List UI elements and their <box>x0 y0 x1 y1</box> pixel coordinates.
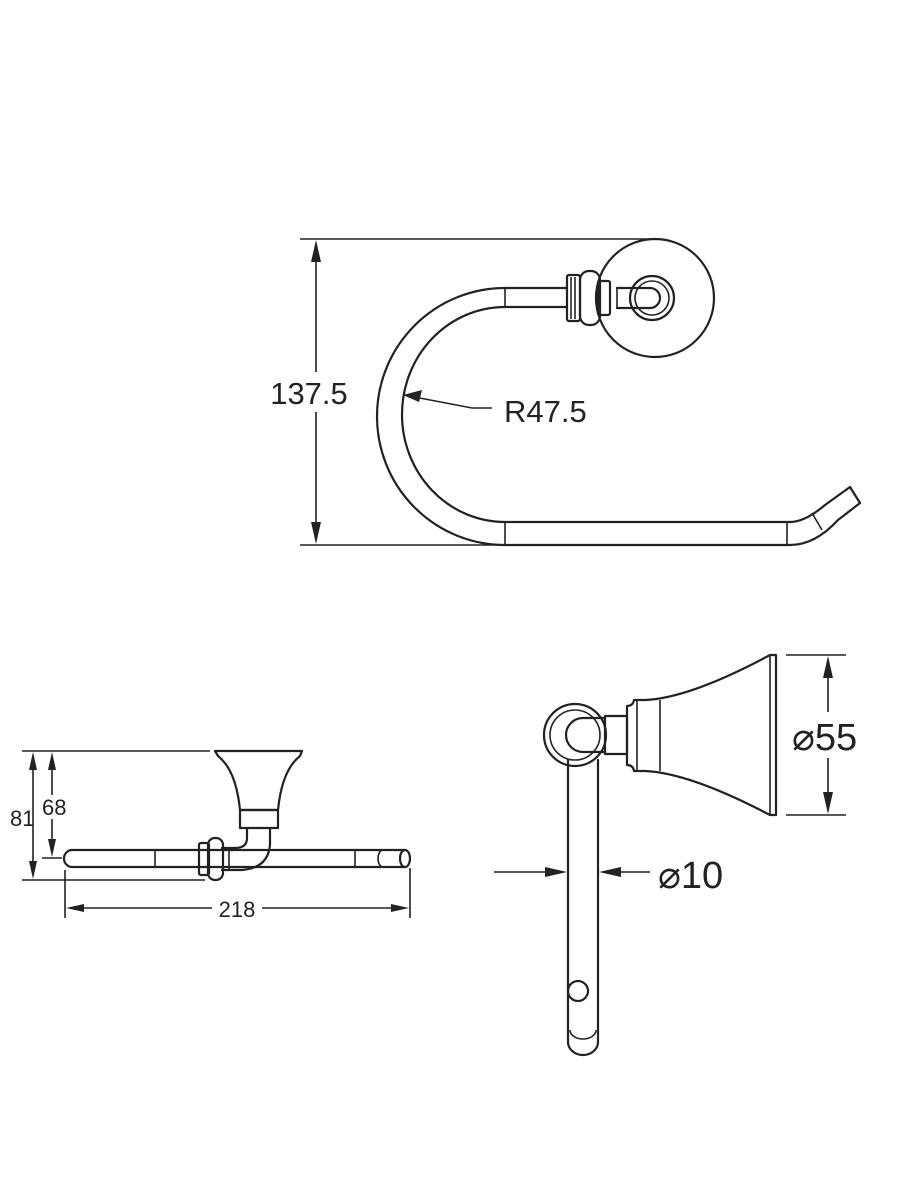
hanging-tube <box>566 758 600 1057</box>
flange-base <box>238 808 280 830</box>
flange-bell <box>625 653 778 817</box>
arrow-left-icon <box>599 867 621 877</box>
collar-ring <box>596 279 612 317</box>
label-bg <box>260 372 358 412</box>
tube-diameter-label: ⌀10 <box>658 855 723 897</box>
ring-outer <box>542 702 608 768</box>
radius-leader <box>403 394 492 409</box>
label-bg <box>8 800 32 830</box>
plate-ring-mid <box>634 280 670 316</box>
ring-mid <box>549 709 601 761</box>
post <box>564 716 607 754</box>
label-bg <box>212 896 262 920</box>
collar <box>206 836 225 882</box>
top-view: 137.5 R47.5 <box>260 237 862 547</box>
arrow-down-icon <box>823 792 833 814</box>
arrow-down-icon <box>48 839 56 857</box>
shank <box>603 714 629 756</box>
arrow-down-icon <box>29 861 37 879</box>
side-view: ⌀55 ⌀10 <box>494 653 857 1057</box>
ring-arm-outer <box>375 286 862 547</box>
arrow-down-icon <box>311 522 321 544</box>
flange-diameter-label: ⌀55 <box>792 717 857 759</box>
arrow-up-icon <box>29 752 37 770</box>
radius-dimension-label: R47.5 <box>504 394 587 429</box>
arm-end-cap <box>848 485 862 505</box>
elbow <box>220 826 272 872</box>
ring-arm-inner <box>400 305 852 524</box>
tube-seam <box>569 1029 597 1040</box>
height-dimension-label: 137.5 <box>270 376 348 411</box>
arrow-up-icon <box>311 240 321 262</box>
arrow-right-icon <box>391 904 409 912</box>
flange-bell <box>213 749 304 812</box>
arrow-left-icon <box>66 904 84 912</box>
seam <box>811 512 823 531</box>
axis-height-label: 68 <box>42 795 66 820</box>
front-view: 81 68 218 <box>8 749 412 922</box>
arrow-left-icon <box>403 390 422 402</box>
tube-end <box>566 979 590 1003</box>
tube-end-seam <box>377 849 384 868</box>
collar-rings <box>565 273 582 323</box>
arrow-up-icon <box>823 656 833 678</box>
tube <box>62 848 407 869</box>
width-dimension-label: 218 <box>219 897 256 922</box>
wall-plate <box>594 237 716 359</box>
tube-end <box>398 848 412 869</box>
post <box>615 286 662 310</box>
plate-ring-outer <box>628 274 676 322</box>
arrow-up-icon <box>48 752 56 770</box>
arrow-right-icon <box>545 867 567 877</box>
label-bg <box>42 795 72 819</box>
overall-height-label: 81 <box>10 806 34 831</box>
collar-rings <box>197 841 211 877</box>
